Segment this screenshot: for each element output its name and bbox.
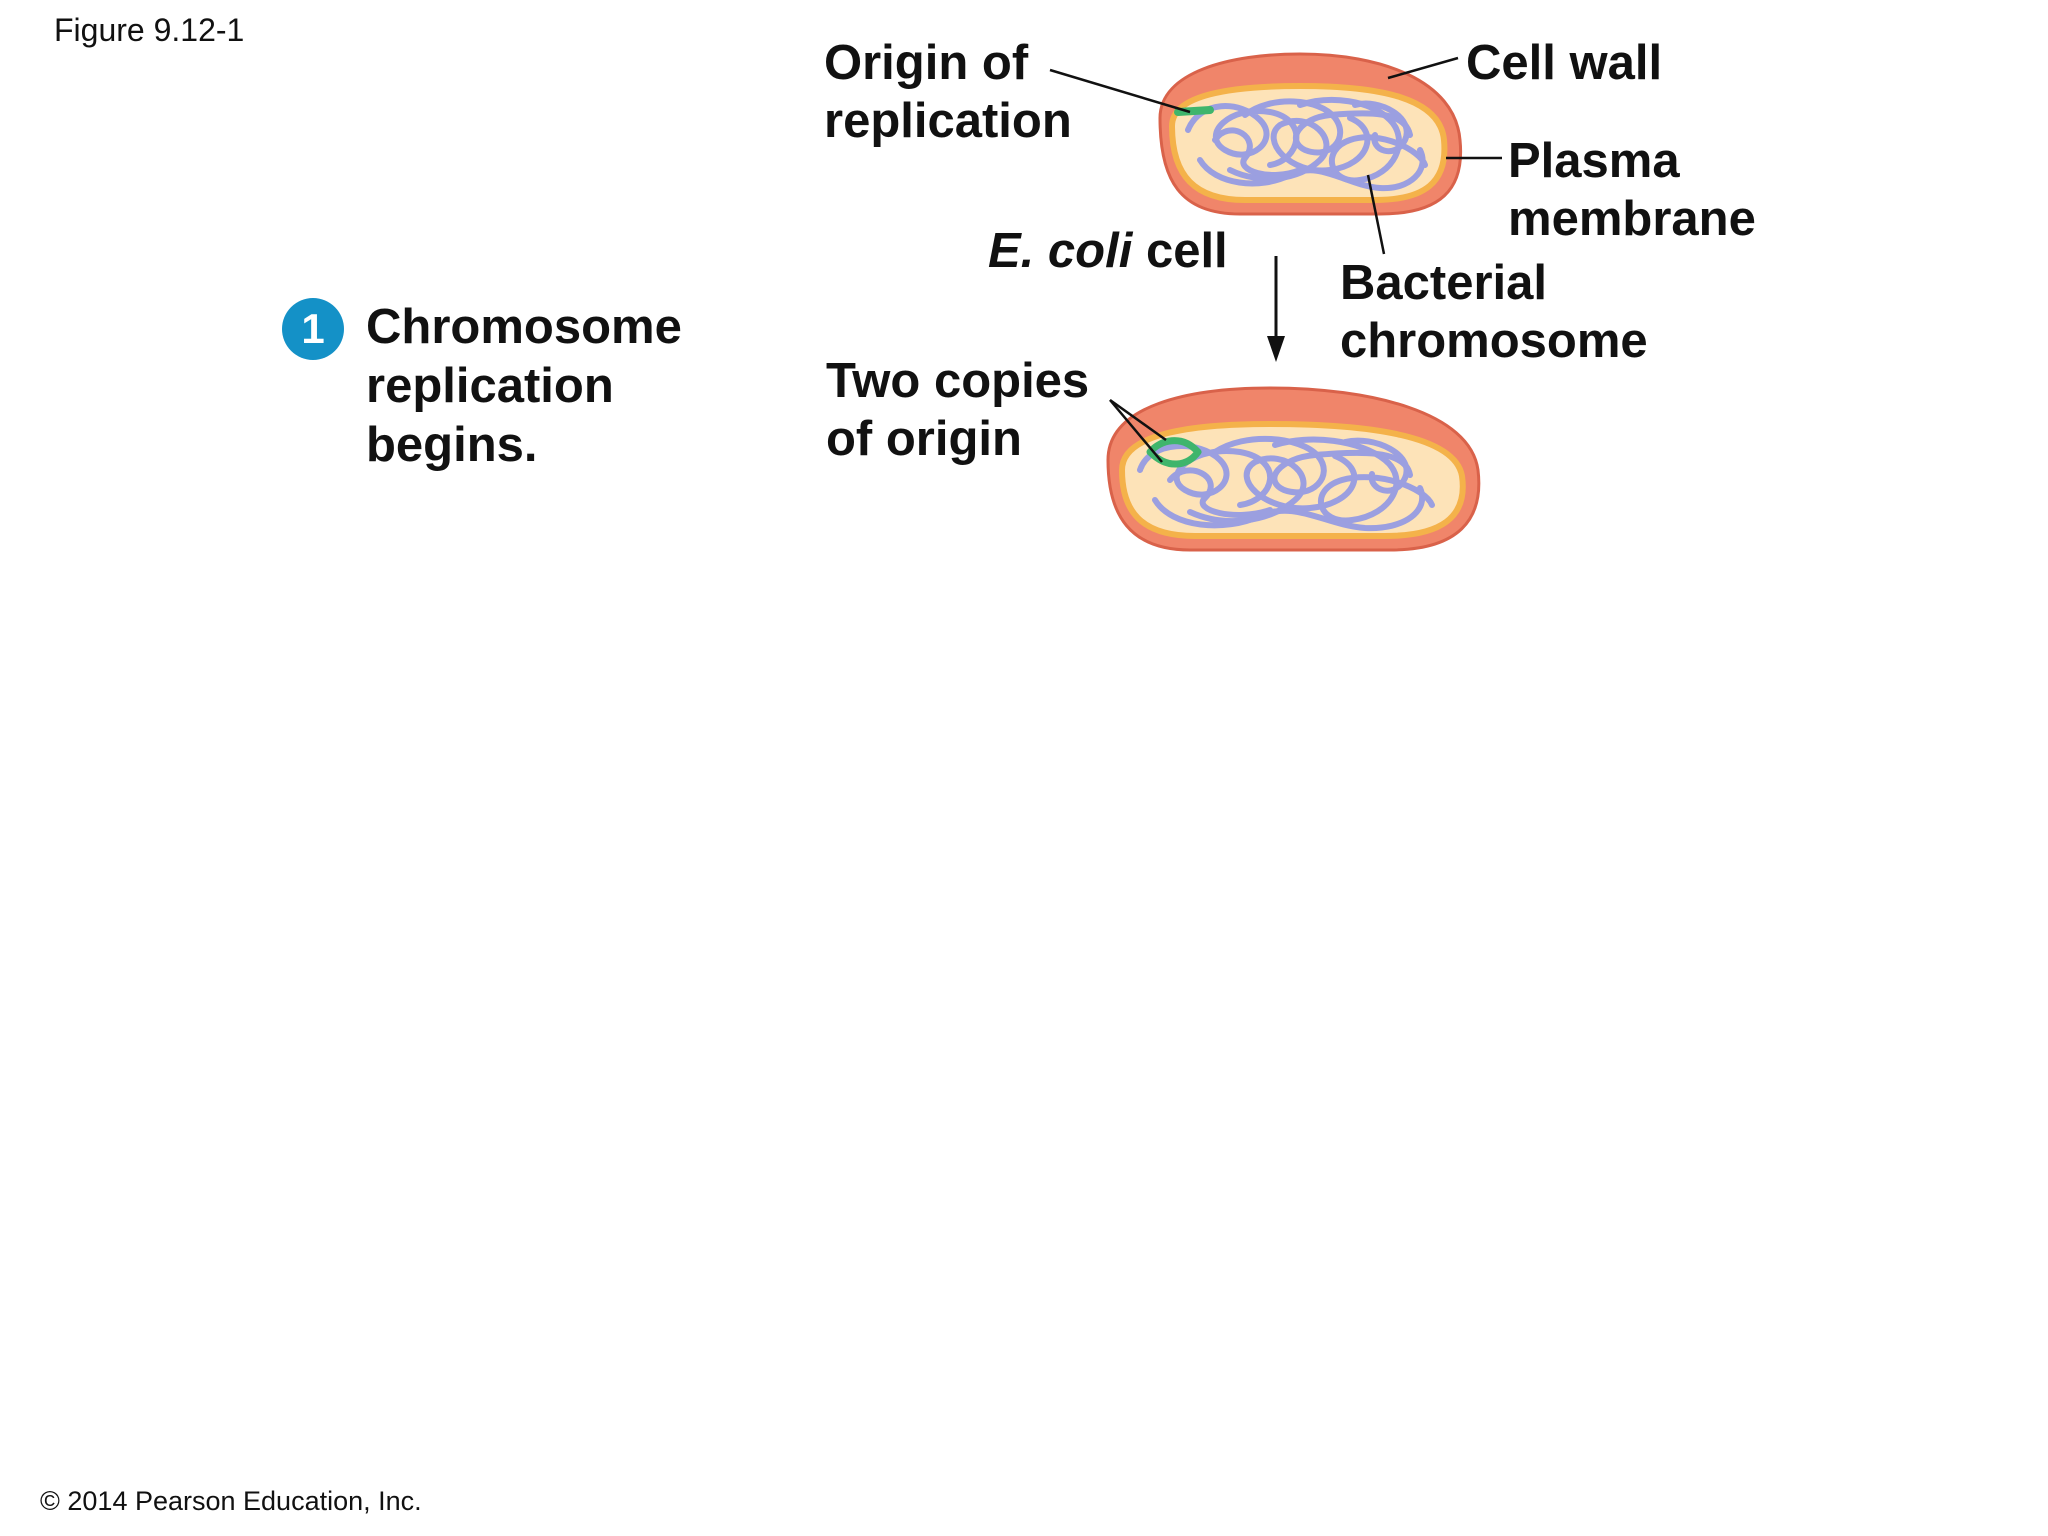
plasma-label-line-1: Plasma: [1508, 134, 1680, 188]
origin-copies-marker: [1146, 437, 1202, 468]
two-copies-label-line-1: Two copies: [826, 354, 1090, 408]
chromosome-leader-line: [1366, 174, 1386, 255]
two-copies-of-origin-label: Two copies of origin: [826, 352, 1089, 468]
step-description: Chromosome replication begins.: [366, 298, 766, 475]
plasma-label-line-2: membrane: [1508, 192, 1756, 246]
cell-wall-leader-line: [1387, 56, 1459, 80]
copyright-notice: © 2014 Pearson Education, Inc.: [40, 1486, 422, 1516]
ecoli-species-name: E. coli: [988, 224, 1133, 278]
step-number-badge: 1: [282, 298, 344, 360]
plasma-membrane-label: Plasma membrane: [1508, 132, 1756, 248]
ecoli-cell-bottom: [1106, 386, 1481, 552]
chromosome-label-line-1: Bacterial: [1340, 256, 1548, 310]
step-text-line-2: replication: [366, 359, 614, 413]
cell-wall-label: Cell wall: [1466, 34, 1662, 92]
ecoli-cell-suffix: cell: [1132, 224, 1228, 278]
two-copies-leader-line-1: [1109, 398, 1167, 442]
two-copies-label-line-2: of origin: [826, 412, 1022, 466]
progression-arrow: [1267, 256, 1285, 362]
step-text-line-1: Chromosome: [366, 300, 682, 354]
origin-of-replication-marker: [1174, 106, 1214, 116]
ecoli-cell-top: [1158, 52, 1463, 216]
origin-leader-line: [1049, 68, 1191, 114]
bacterial-chromosome-label: Bacterial chromosome: [1340, 254, 1648, 370]
two-copies-leader-line-2: [1109, 399, 1163, 463]
origin-of-replication-label: Origin of replication: [824, 34, 1072, 150]
cell-wall-label-line: Cell wall: [1466, 36, 1663, 90]
step-text-line-3: begins.: [366, 418, 538, 472]
bacterial-chromosome-top: [1185, 97, 1428, 192]
origin-label-line-1: Origin of: [824, 36, 1029, 90]
ecoli-cell-label: E. coli cell: [988, 222, 1228, 280]
chromosome-label-line-2: chromosome: [1340, 314, 1648, 368]
figure-number: Figure 9.12-1: [54, 12, 245, 48]
bacterial-chromosome-bottom: [1137, 435, 1435, 532]
origin-label-line-2: replication: [824, 94, 1072, 148]
